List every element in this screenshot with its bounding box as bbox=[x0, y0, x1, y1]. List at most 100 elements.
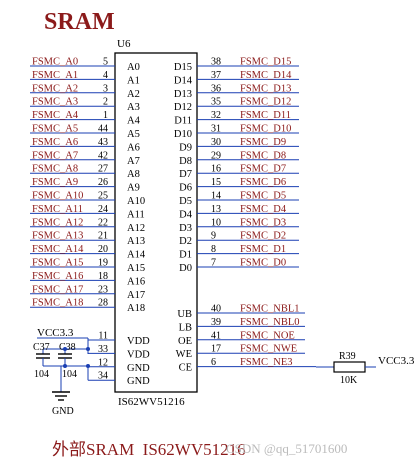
watermark: CSDN @qq_51701600 bbox=[226, 441, 347, 456]
power-pin-number: 12 bbox=[98, 357, 108, 368]
address-pin-name: A1 bbox=[127, 75, 140, 86]
data-pin-number: 38 bbox=[211, 57, 221, 68]
address-pin-number: 2 bbox=[103, 97, 108, 108]
address-net-label: FSMC_A7 bbox=[32, 150, 78, 161]
address-pin-name: A6 bbox=[127, 142, 140, 153]
control-pin-name: CE bbox=[179, 363, 192, 374]
data-pin-number: 9 bbox=[211, 231, 216, 242]
data-net-label: FSMC_D3 bbox=[240, 217, 286, 228]
data-pin-name: D11 bbox=[174, 116, 192, 127]
address-net-label: FSMC_A12 bbox=[32, 217, 83, 228]
power-pin-number: 34 bbox=[98, 371, 108, 382]
power-pin-name: VDD bbox=[127, 336, 150, 347]
address-pin-name: A18 bbox=[127, 303, 145, 314]
resistor-r39-value: 10K bbox=[340, 375, 358, 386]
data-pin-name: D5 bbox=[179, 196, 192, 207]
address-pin-number: 42 bbox=[98, 150, 108, 161]
gnd-label: GND bbox=[52, 406, 74, 417]
control-net-label: FSMC_NBL0 bbox=[240, 317, 300, 328]
cap-c37-ref: C37 bbox=[33, 342, 50, 353]
data-pin-name: D12 bbox=[174, 102, 192, 113]
junction-dot bbox=[63, 364, 67, 368]
junction-dot bbox=[86, 364, 90, 368]
control-pin-number: 40 bbox=[211, 304, 221, 315]
address-pin-number: 26 bbox=[98, 177, 108, 188]
diagram-title: SRAM bbox=[44, 9, 115, 35]
data-pin-name: D15 bbox=[174, 62, 192, 73]
data-net-label: FSMC_D9 bbox=[240, 137, 286, 148]
address-net-label: FSMC_A16 bbox=[32, 271, 83, 282]
data-pin-name: D1 bbox=[179, 250, 192, 261]
data-net-label: FSMC_D0 bbox=[240, 258, 286, 269]
data-net-label: FSMC_D8 bbox=[240, 150, 286, 161]
data-pin-number: 15 bbox=[211, 177, 221, 188]
chip-body bbox=[114, 52, 198, 393]
control-pin-number: 17 bbox=[211, 344, 221, 355]
data-pin-name: D14 bbox=[174, 75, 193, 86]
resistor-r39-body bbox=[333, 361, 366, 373]
control-net-label: FSMC_NOE bbox=[240, 330, 295, 341]
data-pin-number: 37 bbox=[211, 70, 221, 81]
address-net-label: FSMC_A14 bbox=[32, 244, 84, 255]
data-pin-number: 7 bbox=[211, 258, 216, 269]
address-pin-name: A12 bbox=[127, 223, 145, 234]
power-pin-name: VDD bbox=[127, 349, 150, 360]
address-net-label: FSMC_A10 bbox=[32, 191, 83, 202]
data-net-label: FSMC_D14 bbox=[240, 70, 292, 81]
data-pin-number: 16 bbox=[211, 164, 221, 175]
address-net-label: FSMC_A11 bbox=[32, 204, 83, 215]
data-pin-number: 31 bbox=[211, 124, 221, 135]
address-pin-name: A3 bbox=[127, 102, 140, 113]
address-pin-number: 5 bbox=[103, 57, 108, 68]
address-net-label: FSMC_A1 bbox=[32, 70, 78, 81]
address-pin-number: 27 bbox=[98, 164, 108, 175]
data-pin-name: D10 bbox=[174, 129, 192, 140]
address-net-label: FSMC_A18 bbox=[32, 298, 83, 309]
address-net-label: FSMC_A5 bbox=[32, 124, 78, 135]
address-pin-number: 1 bbox=[103, 110, 108, 121]
data-net-label: FSMC_D7 bbox=[240, 164, 286, 175]
address-net-label: FSMC_A3 bbox=[32, 97, 78, 108]
control-pin-number: 41 bbox=[211, 330, 221, 341]
data-net-label: FSMC_D10 bbox=[240, 124, 291, 135]
control-net-label: FSMC_NWE bbox=[240, 344, 297, 355]
decoupling-section: VCC3.3 C37 104 C38 104 GND bbox=[33, 327, 90, 417]
address-net-label: FSMC_A9 bbox=[32, 177, 78, 188]
address-pin-number: 3 bbox=[103, 83, 108, 94]
data-pin-number: 35 bbox=[211, 97, 221, 108]
address-pin-name: A0 bbox=[127, 62, 140, 73]
address-pin-name: A17 bbox=[127, 290, 145, 301]
address-net-label: FSMC_A13 bbox=[32, 231, 83, 242]
control-pin-name: LB bbox=[179, 322, 192, 333]
data-net-label: FSMC_D6 bbox=[240, 177, 286, 188]
address-pin-name: A16 bbox=[127, 276, 145, 287]
address-pin-name: A2 bbox=[127, 89, 140, 100]
address-pin-number: 43 bbox=[98, 137, 108, 148]
data-net-label: FSMC_D13 bbox=[240, 83, 291, 94]
diagram-caption: 外部SRAM IS62WV51216 bbox=[52, 440, 246, 459]
data-pin-number: 8 bbox=[211, 244, 216, 255]
cap-c37-value: 104 bbox=[34, 369, 49, 380]
control-pin-number: 6 bbox=[211, 357, 216, 368]
address-pin-name: A9 bbox=[127, 183, 140, 194]
control-pin-number: 39 bbox=[211, 317, 221, 328]
data-pin-name: D4 bbox=[179, 209, 193, 220]
chip-part: IS62WV51216 bbox=[118, 396, 185, 408]
data-pin-number: 32 bbox=[211, 110, 221, 121]
address-net-label: FSMC_A6 bbox=[32, 137, 78, 148]
data-pin-name: D0 bbox=[179, 263, 192, 274]
address-pin-number: 19 bbox=[98, 258, 108, 269]
control-pin-name: OE bbox=[178, 336, 192, 347]
address-net-label: FSMC_A4 bbox=[32, 110, 79, 121]
address-net-label: FSMC_A2 bbox=[32, 83, 78, 94]
data-pin-name: D9 bbox=[179, 142, 192, 153]
address-pin-name: A4 bbox=[127, 116, 141, 127]
data-pin-name: D2 bbox=[179, 236, 192, 247]
data-pin-name: D6 bbox=[179, 183, 192, 194]
control-net-label: FSMC_NBL1 bbox=[240, 304, 300, 315]
address-pin-name: A10 bbox=[127, 196, 145, 207]
